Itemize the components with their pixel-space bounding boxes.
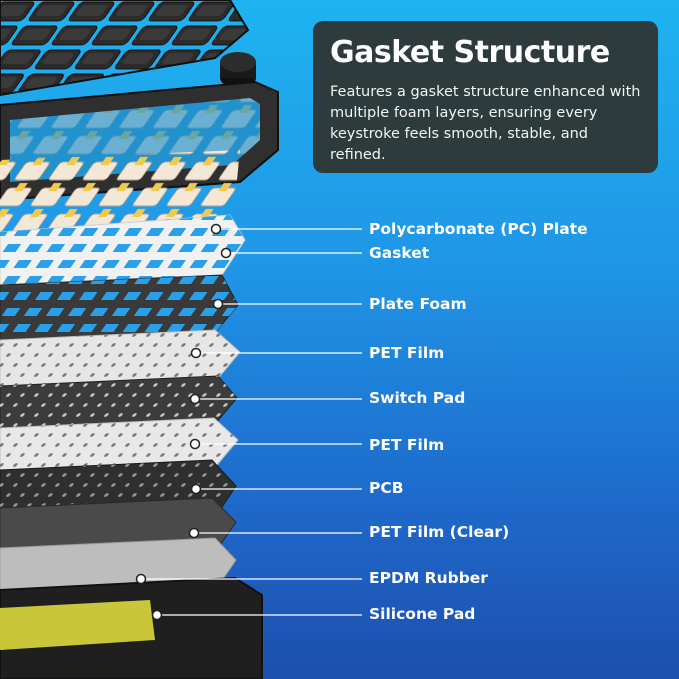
layer-label-pc-plate: Polycarbonate (PC) Plate — [369, 220, 588, 238]
layer-label-pet-film-2: PET Film — [369, 436, 445, 454]
layer-label-switch-pad: Switch Pad — [369, 389, 466, 407]
layer-label-pet-film-clear: PET Film (Clear) — [369, 523, 510, 541]
layer-label-pcb: PCB — [369, 479, 404, 497]
layer-label-plate-foam: Plate Foam — [369, 295, 467, 313]
layer-label-epdm-rubber: EPDM Rubber — [369, 569, 488, 587]
feature-description: Features a gasket structure enhanced wit… — [330, 84, 641, 163]
feature-info-box: Gasket Structure Features a gasket struc… — [313, 21, 658, 173]
layer-label-silicone-pad: Silicone Pad — [369, 605, 476, 623]
layer-label-gasket: Gasket — [369, 244, 430, 262]
layer-label-pet-film-1: PET Film — [369, 344, 445, 362]
feature-title: Gasket Structure — [330, 35, 610, 70]
